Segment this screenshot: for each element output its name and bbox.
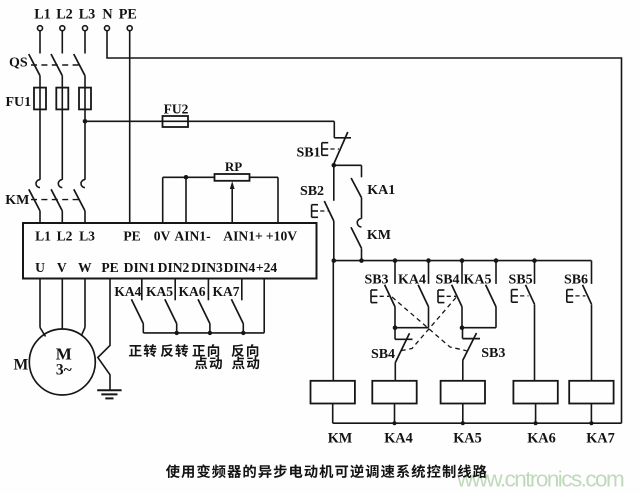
- svg-text:KA7: KA7: [213, 284, 240, 299]
- svg-text:W: W: [78, 260, 92, 275]
- svg-text:KM: KM: [328, 431, 353, 447]
- svg-text:AIN1-: AIN1-: [174, 228, 211, 243]
- svg-text:PE: PE: [101, 260, 118, 275]
- svg-text:L3: L3: [79, 228, 95, 243]
- svg-text:AIN1+: AIN1+: [223, 228, 263, 243]
- svg-text:KA6: KA6: [179, 284, 206, 299]
- svg-text:M: M: [14, 357, 29, 374]
- svg-text:www.cntronics.com: www.cntronics.com: [456, 467, 624, 492]
- svg-text:KA4: KA4: [114, 284, 141, 299]
- svg-text:DIN1: DIN1: [124, 260, 156, 275]
- svg-text:L3: L3: [79, 7, 96, 23]
- svg-text:SB4: SB4: [371, 347, 395, 362]
- svg-text:L1: L1: [35, 228, 51, 243]
- svg-text:0V: 0V: [154, 228, 171, 243]
- svg-text:KM: KM: [5, 193, 29, 208]
- svg-text:SB2: SB2: [300, 184, 324, 199]
- svg-text:KA5: KA5: [464, 273, 492, 288]
- svg-text:KA4: KA4: [384, 431, 413, 447]
- svg-text:SB3: SB3: [481, 346, 505, 361]
- svg-text:KM: KM: [367, 228, 391, 243]
- svg-text:KA5: KA5: [453, 431, 482, 447]
- svg-text:SB5: SB5: [509, 273, 533, 288]
- svg-text:U: U: [35, 260, 45, 275]
- svg-text:N: N: [102, 7, 113, 23]
- svg-text:FU1: FU1: [5, 95, 31, 110]
- svg-text:KA7: KA7: [586, 431, 615, 447]
- svg-text:SB4: SB4: [435, 273, 459, 288]
- svg-text:SB6: SB6: [564, 273, 588, 288]
- svg-text:L1: L1: [34, 7, 51, 23]
- svg-text:SB3: SB3: [364, 273, 388, 288]
- svg-text:+10V: +10V: [266, 228, 297, 243]
- svg-text:KA5: KA5: [146, 284, 173, 299]
- svg-text:FU2: FU2: [164, 101, 189, 116]
- svg-text:V: V: [57, 260, 67, 275]
- svg-text:PE: PE: [119, 7, 137, 23]
- svg-text:DIN2: DIN2: [158, 260, 190, 275]
- svg-text:KA1: KA1: [367, 183, 395, 198]
- svg-text:M: M: [56, 345, 72, 364]
- svg-text:QS: QS: [9, 55, 28, 70]
- svg-text:L2: L2: [56, 7, 73, 23]
- svg-text:RP: RP: [225, 159, 242, 174]
- svg-text:DIN3: DIN3: [191, 260, 223, 275]
- svg-text:L2: L2: [57, 228, 73, 243]
- svg-text:SB1: SB1: [296, 145, 320, 160]
- svg-text:3~: 3~: [56, 362, 72, 379]
- svg-text:DIN4: DIN4: [224, 260, 256, 275]
- svg-text:KA6: KA6: [527, 431, 556, 447]
- svg-text:+24: +24: [256, 260, 278, 275]
- svg-text:PE: PE: [123, 228, 140, 243]
- svg-text:KA4: KA4: [398, 273, 426, 288]
